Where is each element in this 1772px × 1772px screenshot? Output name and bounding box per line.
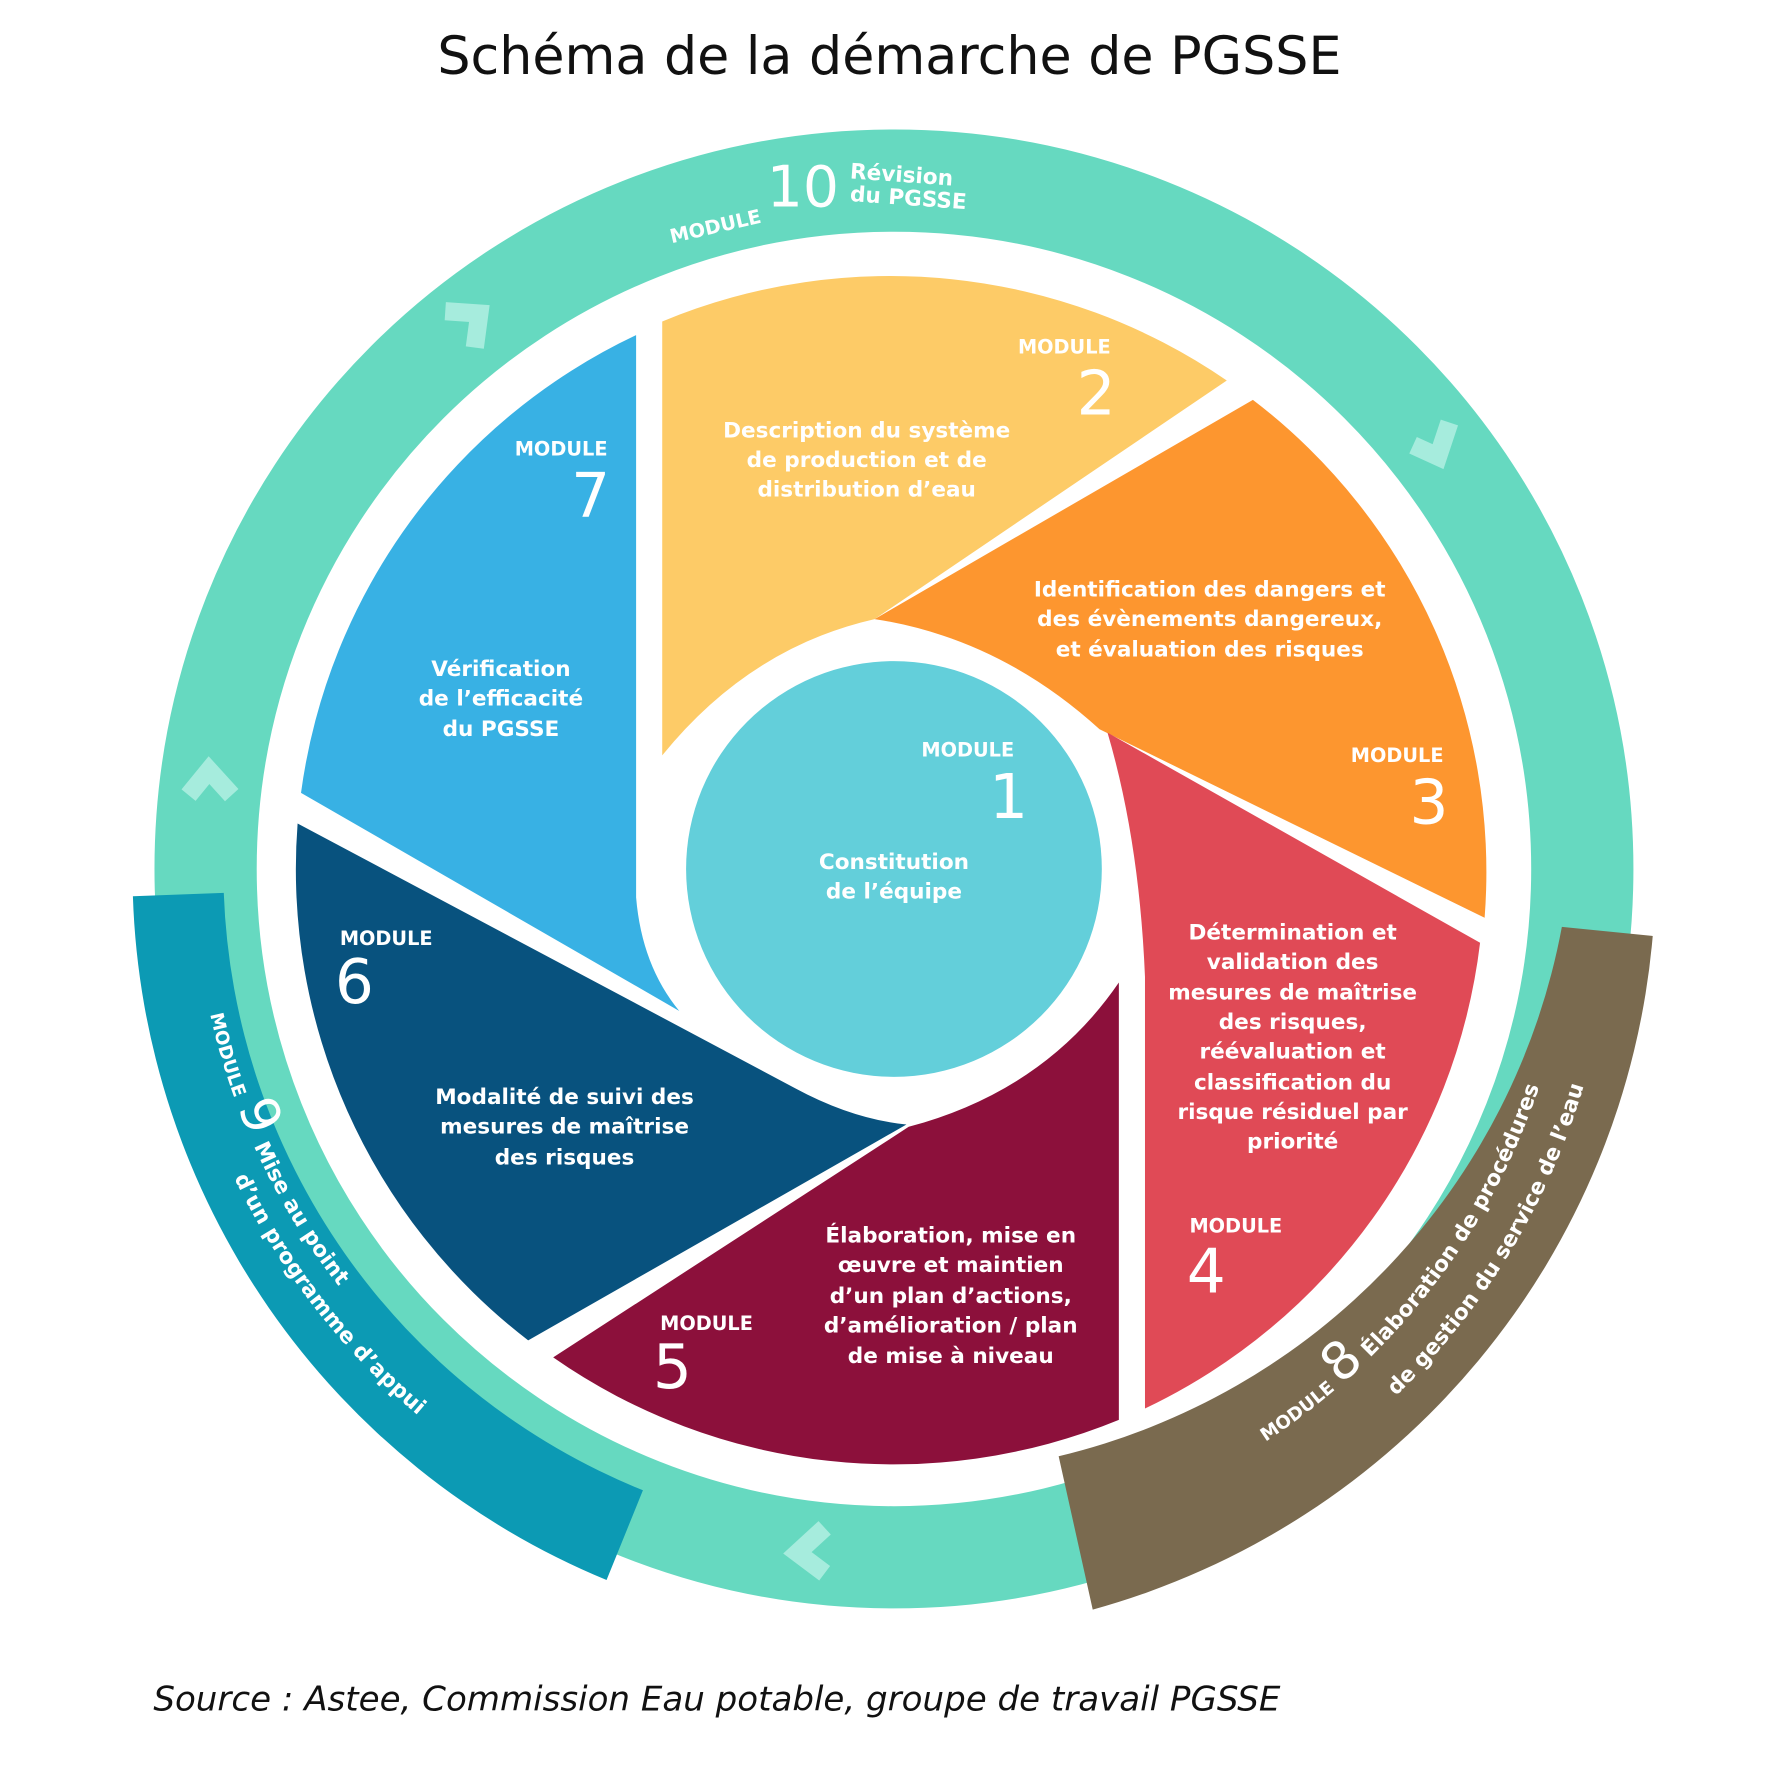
svg-text:de production et de: de production et de xyxy=(747,448,987,473)
module-1-circle xyxy=(686,661,1102,1077)
module-6-text: MODULE 6 Modalité de suivi des mesures d… xyxy=(335,927,694,1170)
module-3-petal xyxy=(874,399,1487,918)
module-5-petal xyxy=(553,982,1119,1465)
svg-text:MODULE: MODULE xyxy=(1189,1214,1282,1237)
svg-text:classification du: classification du xyxy=(1194,1070,1391,1095)
chevron-right-icon xyxy=(444,302,490,349)
svg-text:MODULE: MODULE xyxy=(921,739,1014,762)
svg-text:de l’équipe: de l’équipe xyxy=(826,879,962,904)
svg-text:Constitution: Constitution xyxy=(819,850,969,875)
svg-text:des évènements dangereux,: des évènements dangereux, xyxy=(1037,607,1382,632)
module-2-text: MODULE 2 Description du système de produ… xyxy=(723,335,1116,502)
svg-text:10: 10 xyxy=(767,155,839,221)
svg-text:des risques,: des risques, xyxy=(1219,1010,1367,1035)
module-8-band xyxy=(1058,926,1653,1610)
svg-text:distribution d’eau: distribution d’eau xyxy=(757,477,975,502)
svg-text:MODULE: MODULE xyxy=(1351,744,1444,767)
module-5-text: Élaboration, mise en œuvre et maintien d… xyxy=(653,1223,1078,1403)
svg-text:et évaluation des risques: et évaluation des risques xyxy=(1056,638,1364,663)
svg-text:3: 3 xyxy=(1409,768,1448,839)
source-caption: Source : Astee, Commission Eau potable, … xyxy=(153,1680,1281,1720)
svg-text:réévaluation et: réévaluation et xyxy=(1200,1040,1386,1065)
svg-text:de mise à niveau: de mise à niveau xyxy=(848,1344,1054,1369)
svg-text:risque résiduel par: risque résiduel par xyxy=(1177,1100,1408,1125)
svg-text:priorité: priorité xyxy=(1247,1129,1338,1154)
svg-text:MODULE: MODULE xyxy=(1018,335,1111,358)
svg-text:6: 6 xyxy=(335,947,374,1018)
module-2-petal xyxy=(662,275,1227,756)
svg-text:7: 7 xyxy=(571,461,610,532)
module-10-ring xyxy=(154,129,1634,1609)
module-6-petal xyxy=(295,823,907,1341)
svg-text:Identification des dangers et: Identification des dangers et xyxy=(1034,577,1386,602)
module-4-text: Détermination et validation des mesures … xyxy=(1168,920,1417,1307)
svg-text:Modalité de suivi des: Modalité de suivi des xyxy=(435,1085,694,1110)
svg-text:5: 5 xyxy=(653,1332,692,1403)
svg-text:d’un plan d’actions,: d’un plan d’actions, xyxy=(830,1284,1072,1309)
svg-text:Description du système: Description du système xyxy=(723,418,1010,443)
module-3-text: Identification des dangers et des évènem… xyxy=(1034,577,1449,838)
chevron-down-icon xyxy=(1409,419,1459,470)
svg-text:2: 2 xyxy=(1077,359,1116,430)
svg-text:du PGSSE: du PGSSE xyxy=(443,717,560,742)
svg-text:des risques: des risques xyxy=(495,1145,635,1170)
svg-text:MODULE: MODULE xyxy=(660,1312,753,1335)
svg-text:de l’efficacité: de l’efficacité xyxy=(419,686,583,711)
module-9-band xyxy=(132,892,643,1581)
module-1-text: MODULE 1 Constitution de l’équipe xyxy=(819,739,1028,905)
svg-text:1: 1 xyxy=(989,762,1028,833)
chevron-up-icon xyxy=(181,756,239,802)
svg-text:d’amélioration / plan: d’amélioration / plan xyxy=(824,1313,1078,1338)
svg-text:MODULE: MODULE xyxy=(340,927,433,950)
svg-text:Détermination et: Détermination et xyxy=(1188,920,1396,945)
chevron-left-icon xyxy=(783,1521,831,1581)
svg-text:MODULE: MODULE xyxy=(515,437,608,460)
svg-text:Vérification: Vérification xyxy=(431,657,570,682)
svg-text:4: 4 xyxy=(1187,1237,1226,1308)
module-7-petal xyxy=(301,335,680,1011)
svg-text:mesures de maîtrise: mesures de maîtrise xyxy=(1168,981,1417,1006)
svg-text:mesures de maîtrise: mesures de maîtrise xyxy=(440,1115,689,1140)
svg-text:Élaboration, mise en: Élaboration, mise en xyxy=(825,1223,1076,1249)
svg-text:œuvre et maintien: œuvre et maintien xyxy=(838,1253,1064,1278)
module-7-text: MODULE 7 Vérification de l’efficacité du… xyxy=(419,437,610,742)
page-title: Schéma de la démarche de PGSSE xyxy=(437,27,1341,87)
svg-text:validation des: validation des xyxy=(1207,950,1379,975)
module-4-petal xyxy=(1107,732,1481,1409)
